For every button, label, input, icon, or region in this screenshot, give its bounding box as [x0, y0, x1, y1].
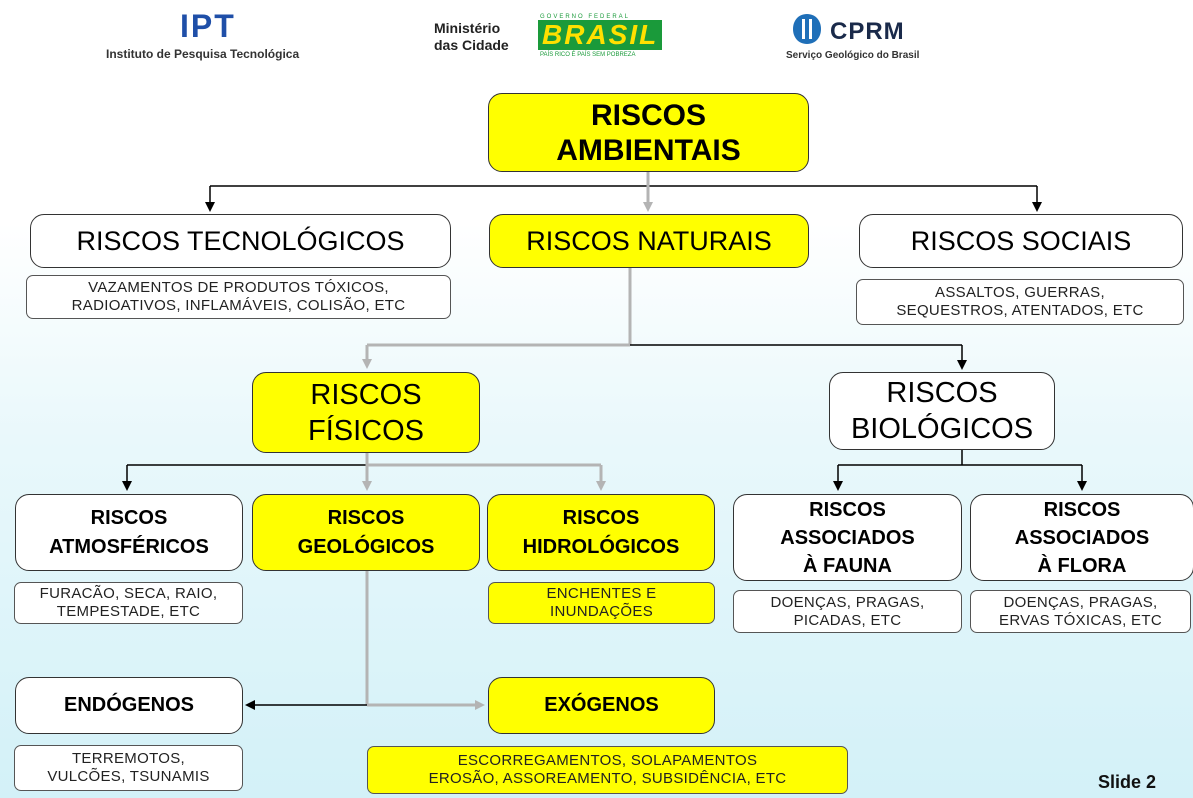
node-exogenos: EXÓGENOS	[488, 677, 715, 734]
cprm-logo-title: CPRM	[830, 18, 905, 45]
node-endogenos: ENDÓGENOS	[15, 677, 243, 734]
node-riscos-atmosfericos: RISCOS ATMOSFÉRICOS	[15, 494, 243, 571]
node-riscos-tecnologicos: RISCOS TECNOLÓGICOS	[30, 214, 451, 268]
cprm-emblem-icon	[793, 14, 821, 44]
ministerio-line2: das Cidade	[434, 37, 509, 53]
ipt-logo-title: IPT	[180, 8, 236, 44]
cprm-logo-subtitle: Serviço Geológico do Brasil	[786, 50, 920, 61]
examples-sociais: ASSALTOS, GUERRAS, SEQUESTROS, ATENTADOS…	[856, 279, 1184, 325]
examples-exogenos: ESCORREGAMENTOS, SOLAPAMENTOS EROSÃO, AS…	[367, 746, 848, 794]
connector-biologicos-fauna-flora	[833, 450, 1087, 491]
examples-flora: DOENÇAS, PRAGAS, ERVAS TÓXICAS, ETC	[970, 590, 1191, 633]
connector-fisicos-geo-hidro	[362, 453, 606, 491]
examples-hidrologicos: ENCHENTES E INUNDAÇÕES	[488, 582, 715, 624]
node-riscos-flora: RISCOS ASSOCIADOS À FLORA	[970, 494, 1193, 581]
brasil-wordmark: BRASIL	[538, 20, 663, 50]
cprm-logo: CPRM Serviço Geológico do Brasil	[786, 12, 986, 62]
examples-tecnologicos: VAZAMENTOS DE PRODUTOS TÓXICOS, RADIOATI…	[26, 275, 451, 319]
connector-geologicos-exogenos	[365, 571, 485, 710]
examples-atmosfericos: FURACÃO, SECA, RAIO, TEMPESTADE, ETC	[14, 582, 243, 624]
connector-ambientais-branches	[205, 185, 1042, 212]
examples-fauna: DOENÇAS, PRAGAS, PICADAS, ETC	[733, 590, 962, 633]
node-riscos-geologicos: RISCOS GEOLÓGICOS	[252, 494, 480, 571]
node-riscos-biologicos: RISCOS BIOLÓGICOS	[829, 372, 1055, 450]
connector-fisicos-atmosfericos	[122, 464, 367, 491]
ministerio-line1: Ministério	[434, 20, 501, 36]
ministerio-logo: Ministério das Cidade GOVERNO FEDERAL BR…	[432, 14, 682, 62]
node-riscos-naturais: RISCOS NATURAIS	[489, 214, 809, 268]
connector-naturais-fisicos	[362, 268, 632, 369]
examples-endogenos: TERREMOTOS, VULCÕES, TSUNAMIS	[14, 745, 243, 791]
node-riscos-fauna: RISCOS ASSOCIADOS À FAUNA	[733, 494, 962, 581]
node-riscos-sociais: RISCOS SOCIAIS	[859, 214, 1183, 268]
slide-number: Slide 2	[1098, 772, 1157, 792]
node-riscos-hidrologicos: RISCOS HIDROLÓGICOS	[487, 494, 715, 571]
brasil-tagline: PAÍS RICO É PAÍS SEM POBREZA	[540, 52, 636, 58]
node-riscos-fisicos: RISCOS FÍSICOS	[252, 372, 480, 453]
brasil-top-text: GOVERNO FEDERAL	[540, 14, 631, 20]
ipt-logo-subtitle: Instituto de Pesquisa Tecnológica	[106, 47, 300, 61]
node-riscos-ambientais: RISCOS AMBIENTAIS	[488, 93, 809, 172]
connector-naturais-biologicos	[630, 344, 967, 370]
ipt-logo: IPT Instituto de Pesquisa Tecnológica	[100, 8, 350, 63]
